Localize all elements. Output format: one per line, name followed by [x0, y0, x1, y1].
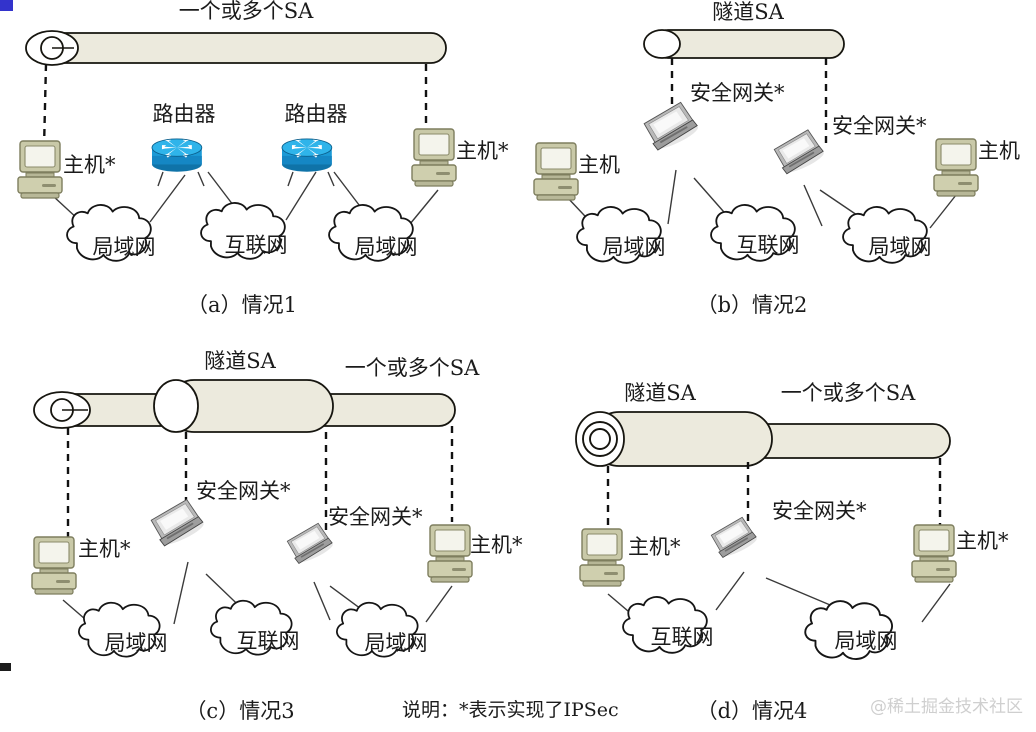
ipsec-note: 说明：*表示实现了IPSec [402, 699, 619, 721]
panel-d-sa-label-1: 一个或多个SA [781, 381, 916, 405]
gateway-icon [709, 515, 760, 561]
panel-b-node-label-3: 主机 [978, 139, 1020, 163]
panel-c-sa-label-0: 隧道SA [204, 349, 276, 373]
panel-c-sa-pipe [33, 379, 456, 433]
panel-c-node-label-1: 安全网关* [196, 479, 291, 503]
panel-a-cloud-label-0: 局域网 [93, 235, 156, 259]
blue-corner-marker [0, 0, 13, 11]
panel-c-caption: （c）情况3 [185, 699, 294, 723]
router-icon [281, 137, 333, 173]
panel-b-node-label-2: 安全网关* [832, 114, 927, 138]
panel-d-cloud-label-1: 局域网 [835, 629, 898, 653]
panel-c-cloud-label-2: 局域网 [365, 631, 428, 655]
panel-b-sa-pipe [643, 29, 845, 59]
panel-a-node-label-2: 路由器 [285, 102, 348, 126]
panel-c-cloud-label-1: 互联网 [237, 629, 300, 653]
panel-d-sa-label-0: 隧道SA [624, 381, 696, 405]
watermark: @稀土掘金技术社区 [870, 697, 1023, 717]
panel-b-sa-label-0: 隧道SA [712, 0, 784, 24]
panel-b-cloud-label-2: 局域网 [869, 235, 932, 259]
panel-b-node-label-0: 主机 [578, 153, 620, 177]
panel-b-node-label-1: 安全网关* [690, 81, 785, 105]
panel-d-node-label-2: 主机* [956, 529, 1009, 553]
panel-d-node-label-0: 主机* [628, 535, 681, 559]
host-icon [933, 138, 979, 197]
panel-a-sa-label-0: 一个或多个SA [179, 0, 314, 23]
panel-c: 隧道SA 一个或多个SA 主机* 安全网关* 安全网关* 主机* 局域网 互联网… [31, 349, 523, 723]
host-icon [31, 536, 77, 595]
black-corner-marker [0, 663, 11, 671]
panel-b-cloud-label-1: 互联网 [737, 233, 800, 257]
panel-c-node-label-2: 安全网关* [328, 505, 423, 529]
host-icon [579, 528, 625, 587]
panel-d-node-label-1: 安全网关* [772, 499, 867, 523]
panel-a-cloud-label-2: 局域网 [355, 235, 418, 259]
host-icon [533, 142, 579, 201]
gateway-icon [641, 99, 701, 154]
panel-a-node-label-1: 路由器 [153, 102, 216, 126]
panel-a-sa-pipe [25, 30, 447, 66]
panel-a-cloud-label-1: 互联网 [225, 233, 288, 257]
gateway-icon [148, 497, 207, 550]
panel-a-node-label-3: 主机* [456, 139, 509, 163]
host-icon [17, 140, 63, 199]
panel-b-cloud-label-0: 局域网 [603, 235, 666, 259]
panel-b-caption: （b）情况2 [697, 293, 808, 317]
gateway-icon [771, 127, 827, 177]
panel-c-sa-label-1: 一个或多个SA [345, 356, 480, 380]
panel-c-node-label-3: 主机* [470, 533, 523, 557]
panel-d: 隧道SA 一个或多个SA 主机* 安全网关* 主机* 互联网 局域网 （d）情况… [575, 381, 1009, 723]
panel-a-caption: （a）情况1 [187, 293, 297, 317]
panel-b: 隧道SA 主机 安全网关* 安全网关* 主机 局域网 互联网 局域网 （b）情况… [533, 0, 1020, 317]
panel-d-sa-pipe [575, 411, 951, 467]
panel-d-cloud-label-0: 互联网 [651, 625, 714, 649]
panel-a-node-label-0: 主机* [63, 153, 116, 177]
panel-d-caption: （d）情况4 [697, 699, 808, 723]
panel-c-cloud-label-0: 局域网 [105, 631, 168, 655]
host-icon [411, 128, 457, 187]
router-icon [151, 137, 203, 173]
panel-c-node-label-0: 主机* [78, 537, 131, 561]
host-icon [427, 524, 473, 583]
host-icon [911, 524, 957, 583]
panel-a: 一个或多个SA 主机* 路由器 路由器 主机* 局域网 互联网 局域网 （a）情… [17, 0, 509, 317]
